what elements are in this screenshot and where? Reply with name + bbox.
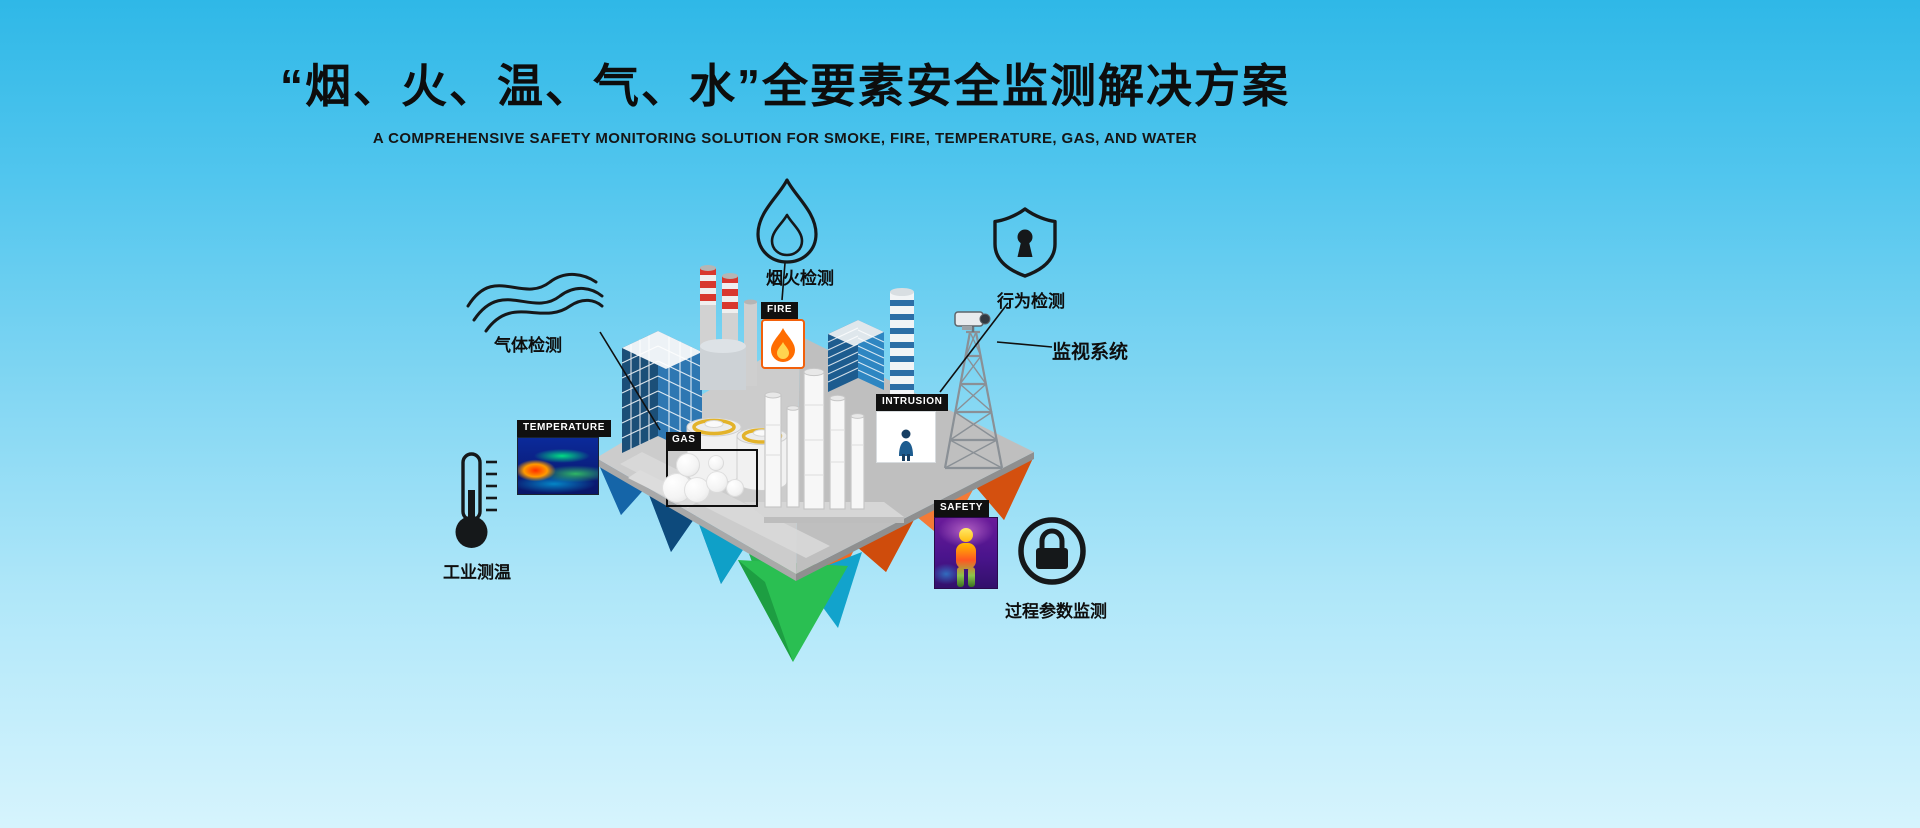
shield-keyhole-icon — [993, 207, 1057, 278]
gas-thumbnail: GAS — [662, 429, 758, 507]
cctv-camera-icon — [954, 311, 991, 332]
fire-tag: FIRE — [761, 302, 799, 319]
intrusion-image — [876, 410, 936, 463]
thermal-person-image — [934, 516, 998, 589]
thermal-person-icon — [956, 527, 976, 587]
process-parameter-label: 过程参数监测 — [1005, 602, 1107, 621]
thermometer-icon — [455, 452, 497, 548]
header: “烟、火、温、气、水”全要素安全监测解决方案 A COMPREHENSIVE S… — [0, 50, 1570, 147]
thermal-scene-image — [517, 436, 599, 495]
smoke-puffs-box — [662, 448, 758, 507]
lattice-tower — [943, 330, 1004, 470]
smoke-puff — [706, 470, 728, 493]
intrusion-tag: INTRUSION — [876, 394, 949, 411]
safety-thumbnail: SAFETY — [934, 497, 998, 589]
fire-thumbnail: FIRE — [761, 299, 805, 369]
surveillance-system-label: 监视系统 — [1051, 342, 1129, 363]
striped-chimneys — [700, 265, 757, 390]
industrial-temperature-label: 工业测温 — [443, 563, 511, 582]
smoke-puff — [726, 478, 744, 497]
safety-tag: SAFETY — [934, 500, 990, 517]
worker-figure-icon — [899, 429, 913, 461]
page-title: “烟、火、温、气、水”全要素安全监测解决方案 — [280, 60, 1290, 112]
gas-detection-label: 气体检测 — [494, 336, 562, 355]
page-subtitle: A COMPREHENSIVE SAFETY MONITORING SOLUTI… — [372, 130, 1198, 147]
fire-image — [761, 318, 805, 369]
blue-louver-building — [827, 320, 885, 392]
lock-circle-icon — [1018, 517, 1086, 585]
intrusion-thumbnail: INTRUSION — [876, 391, 949, 463]
temperature-tag: TEMPERATURE — [517, 420, 611, 437]
flame-icon — [771, 327, 795, 362]
striped-tower — [890, 288, 914, 398]
gas-waves-icon — [466, 273, 604, 333]
process-columns — [744, 367, 904, 523]
smoke-puff — [676, 452, 700, 477]
gas-tag: GAS — [666, 432, 702, 449]
smoke-puff — [684, 476, 710, 503]
connector-lines — [599, 262, 1053, 431]
behavior-detection-label: 行为检测 — [997, 292, 1065, 311]
smoke-fire-detection-label: 烟火检测 — [766, 269, 834, 288]
temperature-thumbnail: TEMPERATURE — [517, 417, 611, 495]
smoke-puff — [708, 454, 724, 471]
flame-outline-icon — [756, 178, 818, 264]
